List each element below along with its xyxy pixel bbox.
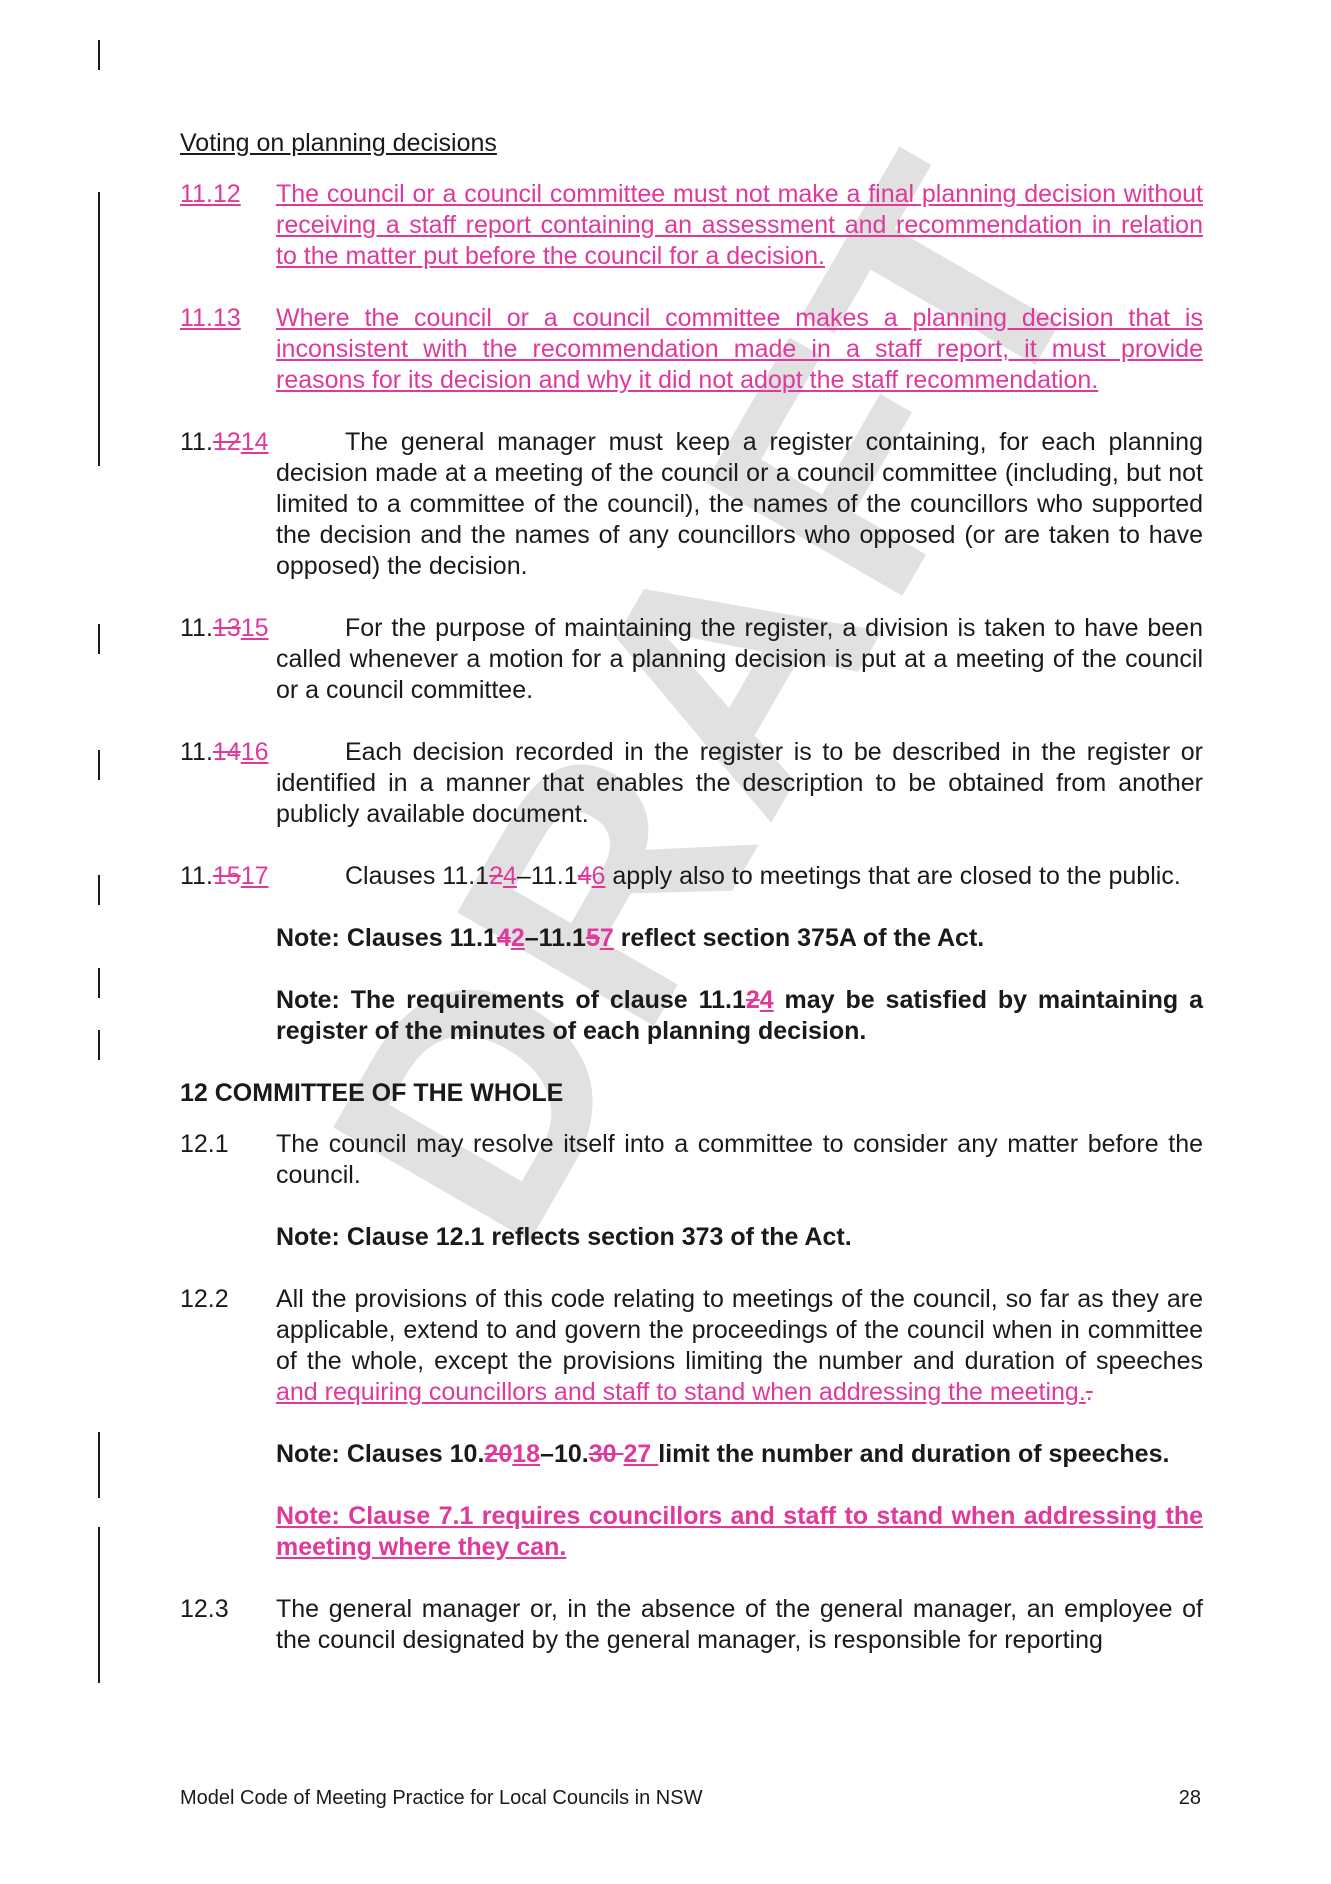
deleted-text: 14 [212,738,241,766]
deleted-text: . [1085,1378,1093,1406]
note-section-373: Note: Clause 12.1 reflects section 373 o… [276,1223,852,1251]
clause-number: 11.1315 [180,614,269,642]
clause-12-3: 12.3 The general manager or, in the abse… [180,1594,1203,1656]
clause-11-15: 11.1315 For the purpose of maintaining t… [180,613,1203,706]
note-speeches: Note: Clauses 10.2018–10.30 27 limit the… [276,1440,1170,1468]
inserted-text: 17 [240,862,269,890]
clause-text: Where the council or a council committee… [276,304,1203,394]
clause-text: The council or a council committee must … [276,180,1203,270]
clause-number: 12.2 [180,1285,229,1313]
clause-number: 11.13 [180,304,241,332]
clause-text: The general manager must keep a register… [276,428,1203,580]
clause-11-13: 11.13 Where the council or a council com… [180,303,1203,396]
clause-12-1: 12.1 The council may resolve itself into… [180,1129,1203,1191]
change-bar [98,624,100,654]
section-heading-12: 12 COMMITTEE OF THE WHOLE [180,1079,564,1107]
inserted-text: and requiring councillors and staff to s… [276,1378,1086,1406]
page-number: 28 [1178,1787,1201,1809]
deleted-text: 15 [212,862,241,890]
section-subheading: Voting on planning decisions [180,129,497,157]
page-footer: Model Code of Meeting Practice for Local… [180,1787,1201,1810]
document-body: Voting on planning decisions 11.12 The c… [180,128,1203,1656]
change-bar [98,1527,100,1683]
clause-text: For the purpose of maintaining the regis… [276,614,1203,704]
clause-text: Clauses 11.124–11.146 apply also to meet… [345,862,1181,890]
change-bar [98,40,100,70]
clause-number: 12.3 [180,1595,229,1623]
clause-text: Each decision recorded in the register i… [276,738,1203,828]
change-bar [98,968,100,998]
clause-11-12: 11.12 The council or a council committee… [180,179,1203,272]
clause-11-17: 11.1517 Clauses 11.124–11.146 apply also… [180,861,1203,892]
clause-number: 11.1214 [180,428,269,456]
clause-text: All the provisions of this code relating… [276,1285,1203,1406]
change-bar [98,1030,100,1060]
deleted-text: 13 [212,614,241,642]
clause-11-16: 11.1416 Each decision recorded in the re… [180,737,1203,830]
change-bar [98,192,100,466]
clause-number: 11.12 [180,180,241,208]
clause-12-2: 12.2 All the provisions of this code rel… [180,1284,1203,1408]
clause-text: The general manager or, in the absence o… [276,1595,1203,1654]
inserted-text: 14 [240,428,269,456]
clause-text: The council may resolve itself into a co… [276,1130,1203,1189]
clause-number: 11.1517 [180,862,269,890]
note-clause-7-1: Note: Clause 7.1 requires councillors an… [276,1502,1203,1561]
inserted-text: 15 [240,614,269,642]
note-register-minutes: Note: The requirements of clause 11.124 … [276,986,1203,1045]
change-bar [98,875,100,905]
change-bar [98,1432,100,1498]
inserted-text: 16 [240,738,269,766]
footer-title: Model Code of Meeting Practice for Local… [180,1787,703,1809]
clause-number: 12.1 [180,1130,229,1158]
deleted-text: 12 [212,428,241,456]
clause-11-14: 11.1214 The general manager must keep a … [180,427,1203,582]
change-bar [98,750,100,780]
note-clauses-375a: Note: Clauses 11.142–11.157 reflect sect… [276,924,985,952]
clause-number: 11.1416 [180,738,269,766]
